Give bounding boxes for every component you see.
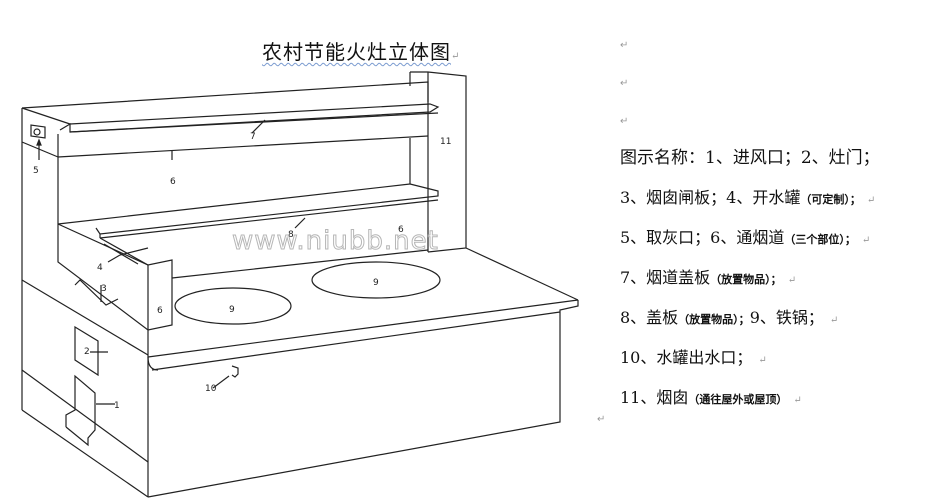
- legend-row: 8、盖板（放置物品）；9、铁锅；↵: [620, 308, 839, 327]
- label-3: 3: [101, 284, 107, 294]
- label-11: 11: [440, 137, 451, 147]
- legend-row: 3、烟囱闸板；4、开水罐（可定制）；↵: [620, 188, 876, 207]
- label-10: 10: [205, 384, 217, 394]
- label-9-right: 9: [373, 278, 379, 288]
- legend-row: 10、水罐出水口；↵: [620, 348, 767, 367]
- label-6-right: 6: [398, 225, 404, 235]
- paragraph-mark: ↵: [620, 78, 629, 89]
- legend-row: 5、取灰口；6、通烟道（三个部位）；↵: [620, 228, 871, 247]
- label-8: 8: [288, 230, 294, 240]
- legend-row: 11、烟囱（通往屋外或屋顶）↵: [620, 388, 802, 407]
- paragraph-mark: ↵: [620, 40, 629, 51]
- legend-row: 图示名称：1、进风口；2、灶门；: [620, 148, 880, 168]
- label-9-left: 9: [229, 305, 235, 315]
- label-5: 5: [33, 166, 39, 176]
- paragraph-mark: ↵: [597, 414, 606, 425]
- paragraph-mark: ↵: [620, 116, 629, 127]
- legend: 图示名称：1、进风口；2、灶门； 3、烟囱闸板；4、开水罐（可定制）；↵ 5、取…: [620, 146, 880, 426]
- legend-row: 7、烟道盖板（放置物品）；↵: [620, 268, 797, 287]
- label-2: 2: [84, 347, 90, 357]
- label-6-pillar: 6: [157, 306, 163, 316]
- watermark: www.niubb.net: [232, 226, 439, 257]
- label-7: 7: [250, 132, 256, 142]
- diagram-title: 农村节能火灶立体图↵: [262, 40, 461, 64]
- label-1: 1: [114, 401, 120, 411]
- label-6-back: 6: [170, 177, 176, 187]
- label-4: 4: [97, 263, 103, 273]
